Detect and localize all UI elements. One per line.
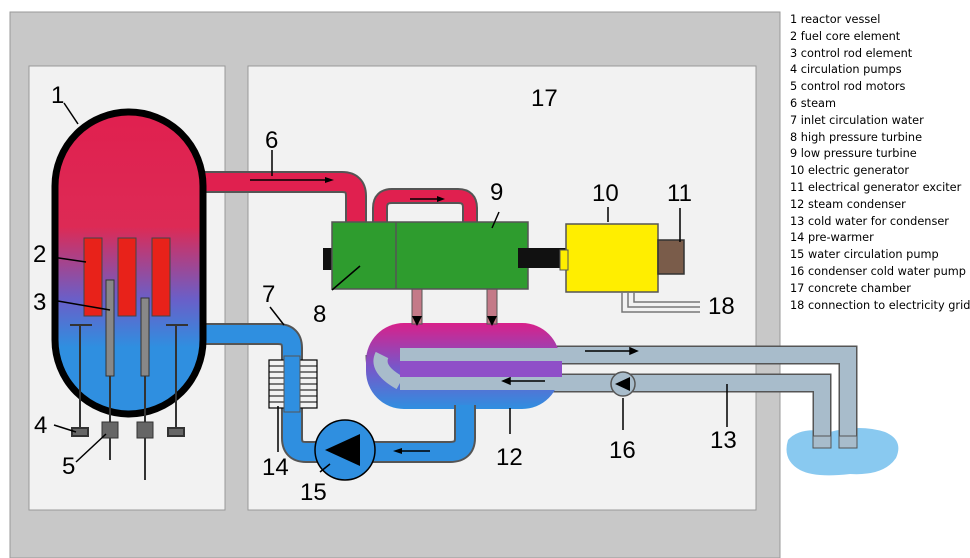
legend-item: 11 electrical generator exciter	[790, 180, 962, 194]
leader-lines	[51, 102, 728, 473]
label-15: 15	[300, 479, 327, 506]
legend-item: 12 steam condenser	[790, 197, 906, 211]
reactor-diagram: 1 2 3 4 5 6 7 8 9 10 11 12 13 14 15 16 1…	[9, 11, 899, 558]
legend-item: 16 condenser cold water pump	[790, 264, 966, 278]
legend-item: 18 connection to electricity grid	[790, 298, 970, 312]
label-5: 5	[62, 453, 75, 480]
label-16: 16	[609, 437, 636, 464]
label-18: 18	[708, 293, 735, 320]
legend-item: 4 circulation pumps	[790, 63, 902, 77]
turbines	[323, 221, 566, 290]
label-1: 1	[51, 82, 64, 109]
label-10: 10	[592, 180, 619, 207]
legend-item: 14 pre-warmer	[790, 231, 874, 245]
fuel-core-elements	[83, 237, 171, 317]
label-14: 14	[262, 454, 289, 481]
label-17: 17	[531, 85, 558, 112]
label-7: 7	[262, 281, 275, 308]
electric-generator	[565, 223, 659, 293]
legend-item: 15 water circulation pump	[790, 248, 939, 262]
legend-item: 5 control rod motors	[790, 80, 906, 94]
label-12: 12	[496, 444, 523, 471]
legend-item: 3 control rod element	[790, 46, 913, 60]
legend-item: 7 inlet circulation water	[790, 113, 924, 127]
legend-item: 17 concrete chamber	[790, 281, 911, 295]
legend-item: 13 cold water for condenser	[790, 214, 949, 228]
cooling-flow-arrows	[501, 346, 639, 386]
circulation-pumps	[70, 324, 188, 437]
label-8: 8	[313, 301, 326, 328]
label-4: 4	[34, 412, 47, 439]
label-6: 6	[265, 127, 278, 154]
legend-item: 1 reactor vessel	[790, 13, 881, 26]
legend-item: 9 low pressure turbine	[790, 147, 917, 161]
legend: 1 reactor vessel 2 fuel core element 3 c…	[790, 12, 970, 314]
legend-item: 2 fuel core element	[790, 29, 901, 43]
grid-connection	[621, 292, 700, 313]
legend-item: 6 steam	[790, 96, 836, 110]
pre-warmer	[268, 355, 318, 413]
label-9: 9	[490, 179, 503, 206]
label-2: 2	[33, 241, 46, 268]
label-3: 3	[33, 289, 46, 316]
generator-exciter	[657, 239, 685, 275]
legend-item: 8 high pressure turbine	[790, 130, 923, 144]
label-11: 11	[667, 180, 692, 207]
label-13: 13	[710, 427, 737, 454]
legend-item: 10 electric generator	[790, 164, 910, 178]
